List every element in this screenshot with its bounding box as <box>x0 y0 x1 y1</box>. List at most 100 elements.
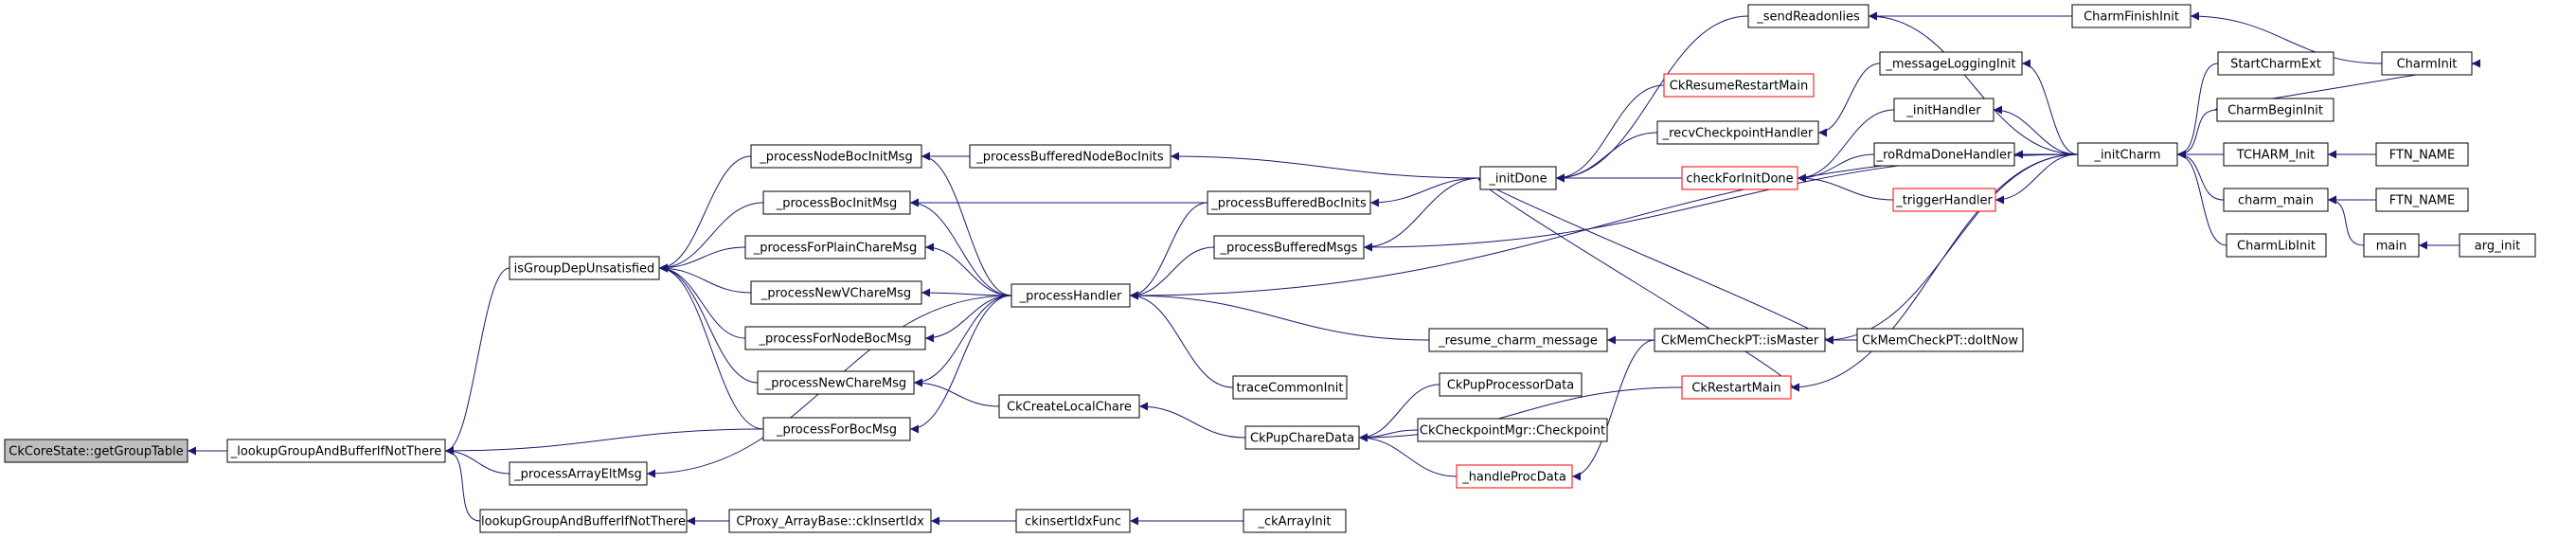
node-charmfinish[interactable]: CharmFinishInit <box>2071 4 2191 28</box>
node-handleprocdata[interactable]: _handleProcData <box>1456 464 1573 489</box>
node-label: _processHandler <box>1019 290 1122 304</box>
edge-prochandler-to-procbocinit <box>909 198 1012 296</box>
node-label: _resume_charm_message <box>1438 334 1598 349</box>
node-procnewchare[interactable]: _processNewChareMsg <box>757 370 915 395</box>
node-box <box>2217 51 2334 76</box>
node-ckpupproc[interactable]: CkPupProcessorData <box>1439 372 1583 397</box>
node-procbufmsgs[interactable]: _processBufferedMsgs <box>1213 235 1365 260</box>
node-memcheck[interactable]: CkMemCheckPT::isMaster <box>1654 328 1826 352</box>
edge-procforboc-to-lookupbuf <box>444 428 764 456</box>
node-checkinit[interactable]: checkForInitDone <box>1681 166 1798 190</box>
edge-initcharm-to-sendreadonlies <box>1868 11 2079 155</box>
node-box <box>750 280 922 305</box>
edge-charminit-to-charmfinish <box>2190 11 2383 64</box>
edge-procarrayelt-to-lookupbuf <box>444 446 510 475</box>
node-box <box>1011 283 1131 308</box>
node-initcharm[interactable]: _initCharm <box>2077 142 2178 167</box>
node-box <box>1232 375 1348 400</box>
node-procnewvchare[interactable]: _processNewVChareMsg <box>750 280 922 305</box>
node-box <box>1656 120 1819 145</box>
edge-lookupbuf2-to-lookupbuf <box>444 446 481 522</box>
node-procbocinit[interactable]: _processBocInitMsg <box>762 190 911 215</box>
node-box <box>1417 418 1608 442</box>
node-ftn2[interactable]: FTN_NAME <box>2375 188 2469 212</box>
node-ftn1[interactable]: FTN_NAME <box>2375 142 2469 167</box>
node-box <box>2375 188 2469 212</box>
node-sendreadonlies[interactable]: _sendReadonlies <box>1747 4 1869 28</box>
node-label: CharmBeginInit <box>2227 104 2323 118</box>
node-initdone[interactable]: _initDone <box>1479 166 1557 190</box>
node-main[interactable]: main <box>2363 233 2420 258</box>
node-isgroupdep[interactable]: isGroupDepUnsatisfied <box>509 256 660 280</box>
edge-prochandler-to-procnewchare <box>913 295 1012 387</box>
node-ckcheckpoint[interactable]: CkCheckpointMgr::Checkpoint <box>1417 418 1608 442</box>
node-box <box>2459 233 2536 258</box>
node-box <box>969 144 1172 169</box>
node-procplainchare[interactable]: _processForPlainChareMsg <box>744 235 926 260</box>
edge-procbocinit-to-isgroupdep <box>658 202 764 273</box>
node-box <box>750 144 922 169</box>
node-label: CharmLibInit <box>2237 240 2316 254</box>
node-charminit[interactable]: CharmInit <box>2381 51 2473 76</box>
edge-ckresume-to-initdone <box>1555 84 1665 183</box>
node-arginit[interactable]: arg_init <box>2459 233 2536 258</box>
node-box <box>1654 328 1826 352</box>
edge-prochandler-to-procplainchare <box>924 242 1012 296</box>
node-procforboc[interactable]: _processForBocMsg <box>762 417 911 441</box>
edge-rordma-to-checkinit <box>1797 153 1875 183</box>
node-startcharmext[interactable]: StartCharmExt <box>2217 51 2334 76</box>
node-tcharm[interactable]: TCHARM_Init <box>2223 142 2329 167</box>
node-box <box>1456 464 1573 489</box>
edge-inithandler-to-checkinit <box>1797 109 1895 183</box>
node-label: _ckArrayInit <box>1258 515 1332 529</box>
node-resumecharm[interactable]: _resume_charm_message <box>1428 328 1608 352</box>
node-getgrouptable[interactable]: CkCoreState::getGroupTable <box>4 439 188 463</box>
node-charmlibinit[interactable]: CharmLibInit <box>2226 233 2327 258</box>
node-procarrayelt[interactable]: _processArrayEltMsg <box>509 461 648 486</box>
edge-memcheck-to-handleprocdata <box>1571 339 1655 481</box>
node-restartmain[interactable]: CkRestartMain <box>1681 375 1792 400</box>
node-ckpupchare[interactable]: CkPupChareData <box>1244 425 1360 450</box>
node-ckarrayinit[interactable]: _ckArrayInit <box>1243 509 1347 533</box>
node-msglogging[interactable]: _messageLoggingInit <box>1879 51 2023 76</box>
node-procbufnodeboc[interactable]: _processBufferedNodeBocInits <box>969 144 1172 169</box>
node-box <box>762 417 911 441</box>
node-procnodebocinit[interactable]: _processNodeBocInitMsg <box>750 144 922 169</box>
node-ckinsertfunc[interactable]: ckinsertIdxFunc <box>1015 509 1131 533</box>
node-charmmain[interactable]: charm_main <box>2223 188 2329 212</box>
node-box <box>1879 51 2023 76</box>
node-label: CkCreateLocalChare <box>1007 401 1132 415</box>
node-label: _roRdmaDoneHandler <box>1876 149 2012 163</box>
edge-initcharm-to-inithandler <box>1993 105 2079 155</box>
edge-recvckpt-to-initdone <box>1555 132 1658 183</box>
node-ckresume[interactable]: CkResumeRestartMain <box>1663 73 1815 98</box>
node-box <box>1207 190 1371 215</box>
node-label: TCHARM_Init <box>2236 149 2315 163</box>
node-box <box>2223 188 2329 212</box>
node-charmbegin[interactable]: CharmBeginInit <box>2216 98 2334 122</box>
edge-procbufbocinits-to-prochandler <box>1129 202 1208 300</box>
node-label: _initDone <box>1488 172 1547 187</box>
node-rordma[interactable]: _roRdmaDoneHandler <box>1873 142 2015 167</box>
node-lookupbuf[interactable]: _lookupGroupAndBufferIfNotThere <box>226 439 446 463</box>
node-memdoit[interactable]: CkMemCheckPT::doItNow <box>1856 328 2024 352</box>
node-box <box>2363 233 2420 258</box>
node-label: _processBufferedNodeBocInits <box>975 151 1164 165</box>
node-box <box>762 190 911 215</box>
edge-isgroupdep-to-lookupbuf <box>444 267 510 456</box>
node-cproxy[interactable]: CProxy_ArrayBase::ckInsertIdx <box>728 509 932 533</box>
edge-initdone-to-restartmain <box>1477 177 1800 392</box>
node-box <box>1243 509 1347 533</box>
node-trigger[interactable]: _triggerHandler <box>1892 188 1996 212</box>
node-procfornodeboc[interactable]: _processForNodeBocMsg <box>744 326 926 350</box>
node-label: _messageLoggingInit <box>1885 58 2015 72</box>
node-inithandler[interactable]: _initHandler <box>1893 98 1995 122</box>
node-label: traceCommonInit <box>1237 382 1344 396</box>
node-recvckpt[interactable]: _recvCheckpointHandler <box>1656 120 1819 145</box>
node-tracecommon[interactable]: traceCommonInit <box>1232 375 1348 400</box>
node-label: CProxy_ArrayBase::ckInsertIdx <box>736 515 924 529</box>
node-cklocalchare[interactable]: CkCreateLocalChare <box>998 394 1140 419</box>
node-prochandler[interactable]: _processHandler <box>1011 283 1131 308</box>
node-lookupbuf2[interactable]: lookupGroupAndBufferIfNotThere <box>479 509 688 533</box>
node-procbufbocinits[interactable]: _processBufferedBocInits <box>1207 190 1371 215</box>
